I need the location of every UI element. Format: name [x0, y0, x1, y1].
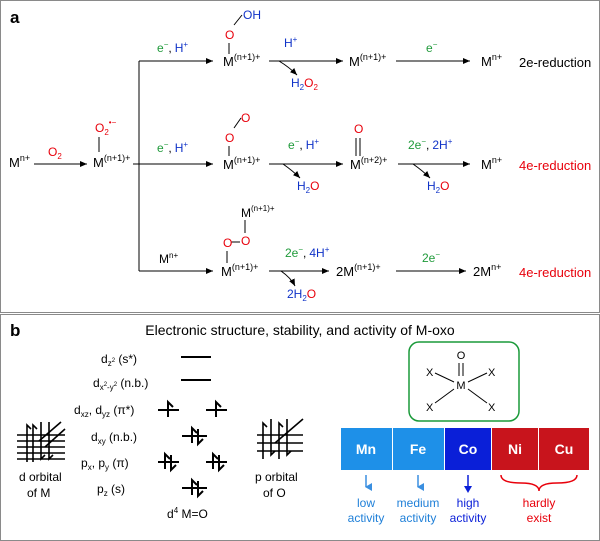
middle-arrow3-product: H2O [427, 179, 449, 195]
config-label: d4 M=O [167, 506, 208, 521]
metal-block-ni [492, 428, 538, 470]
metal-block-cu [539, 428, 589, 470]
top-o: O [225, 28, 234, 42]
top-metal-2: M(n+1)+ [349, 52, 386, 69]
structure-x4: X [488, 402, 496, 414]
curved-arrow [280, 270, 296, 287]
middle-arrow2-label: e−,H+ [288, 137, 319, 152]
bottom-arrow3-label: 2e− [422, 250, 440, 265]
panel-b: b Electronic structure, stability, and a… [0, 314, 600, 541]
metal-cu: Cu [555, 441, 574, 457]
p-orbital-label-2: of O [263, 486, 286, 500]
top-arrow2-product: H2O2 [291, 76, 318, 92]
middle-result: 4e-reduction [519, 158, 591, 173]
bottom-final-metal: 2Mn+ [473, 262, 501, 279]
activity-nicu-1: hardly [523, 496, 556, 510]
orbital-dxz-dyz: dxz, dyz (π*) [74, 403, 134, 419]
top-arrow1-label: e−,H+ [157, 40, 188, 55]
activity-co-2: activity [450, 511, 487, 525]
structure-x1: X [426, 367, 434, 379]
p-orbital-stack [257, 418, 304, 459]
panel-b-title: Electronic structure, stability, and act… [145, 322, 455, 338]
middle-arrow1-label: e−,H+ [157, 140, 188, 155]
structure-o: O [457, 350, 466, 362]
panel-a-label: a [10, 8, 20, 27]
m-oxo-diagram: b Electronic structure, stability, and a… [10, 321, 589, 525]
bottom-arrow2-label: 2e−,4H+ [285, 245, 330, 260]
reagent-o2: O2 [48, 145, 62, 161]
activity-fe-2: activity [400, 511, 437, 525]
metal-block-co [445, 428, 491, 470]
start-metal: Mn+ [9, 153, 30, 170]
orbital-px-py: px, py (π) [81, 456, 129, 472]
top-arrow3-label: e− [426, 40, 438, 55]
bottom-product: 2M(n+1)+ [336, 262, 381, 279]
structure-box [408, 341, 520, 422]
electron-arrows [164, 399, 225, 499]
bond [233, 14, 243, 26]
top-oh: OH [243, 8, 261, 22]
bottom-o-terminal: O [241, 234, 250, 248]
metal-block-fe [393, 428, 444, 470]
superoxo-o2: O2•− [95, 118, 117, 137]
metal-block-mn [341, 428, 392, 470]
bottom-result: 4e-reduction [519, 265, 591, 280]
middle-metal: M(n+1)+ [223, 155, 260, 172]
curved-arrow [282, 163, 301, 179]
curved-arrow [278, 60, 298, 76]
top-result: 2e-reduction [519, 55, 591, 70]
d-orbital-stack [17, 421, 66, 462]
top-arrow2-reagent: H+ [284, 35, 298, 50]
top-final-metal: Mn+ [481, 52, 502, 69]
top-metal: M(n+1)+ [223, 52, 260, 69]
middle-o-terminal: O [241, 111, 250, 125]
d-orbital-label-2: of M [27, 486, 50, 500]
p-orbital-label-1: p orbital [255, 470, 298, 484]
panel-a: a Mn+ O2 O2•− M(n+1)+ e−,H+ OH O M(n+1)+… [0, 0, 600, 313]
bottom-arrow2-product: 2H2O [287, 287, 316, 303]
bracket-icon [500, 474, 578, 492]
bottom-o: O [223, 236, 232, 250]
metal-mn: Mn [356, 441, 376, 457]
activity-co-1: high [457, 496, 480, 510]
metal-ni: Ni [508, 441, 522, 457]
activity-fe-1: medium [397, 496, 440, 510]
middle-metal-2: M(n+2)+ [350, 155, 387, 172]
arrowhead [464, 486, 472, 493]
bond [233, 117, 242, 129]
orbital-dx2y2: dx2-y2 (n.b.) [93, 376, 148, 392]
superoxo-metal: M(n+1)+ [93, 153, 130, 170]
structure-x2: X [488, 367, 496, 379]
bottom-reagent: Mn+ [159, 251, 178, 266]
panel-b-label: b [10, 321, 20, 340]
metal-co: Co [459, 441, 478, 457]
middle-final-metal: Mn+ [481, 155, 502, 172]
activity-mn-2: activity [348, 511, 385, 525]
orbital-pz: pz (s) [97, 482, 125, 498]
bottom-upper-metal: M(n+1)+ [241, 204, 275, 220]
middle-o: O [225, 131, 234, 145]
orbital-dxy: dxy (n.b.) [91, 430, 137, 446]
activity-nicu-2: exist [527, 511, 552, 525]
middle-oxo-o: O [354, 122, 363, 136]
reaction-scheme: a Mn+ O2 O2•− M(n+1)+ e−,H+ OH O M(n+1)+… [9, 8, 591, 303]
structure-m: M [456, 380, 465, 392]
metal-fe: Fe [410, 441, 427, 457]
middle-arrow3-label: 2e−,2H+ [408, 137, 453, 152]
activity-mn-1: low [357, 496, 375, 510]
bottom-metal: M(n+1)+ [221, 262, 258, 279]
structure-x3: X [426, 402, 434, 414]
middle-arrow2-product: H2O [297, 179, 319, 195]
curved-arrow [412, 163, 431, 179]
d-orbital-label-1: d orbital [19, 470, 62, 484]
orbital-dz2: dz2 (s*) [101, 352, 137, 368]
energy-levels [158, 356, 227, 489]
